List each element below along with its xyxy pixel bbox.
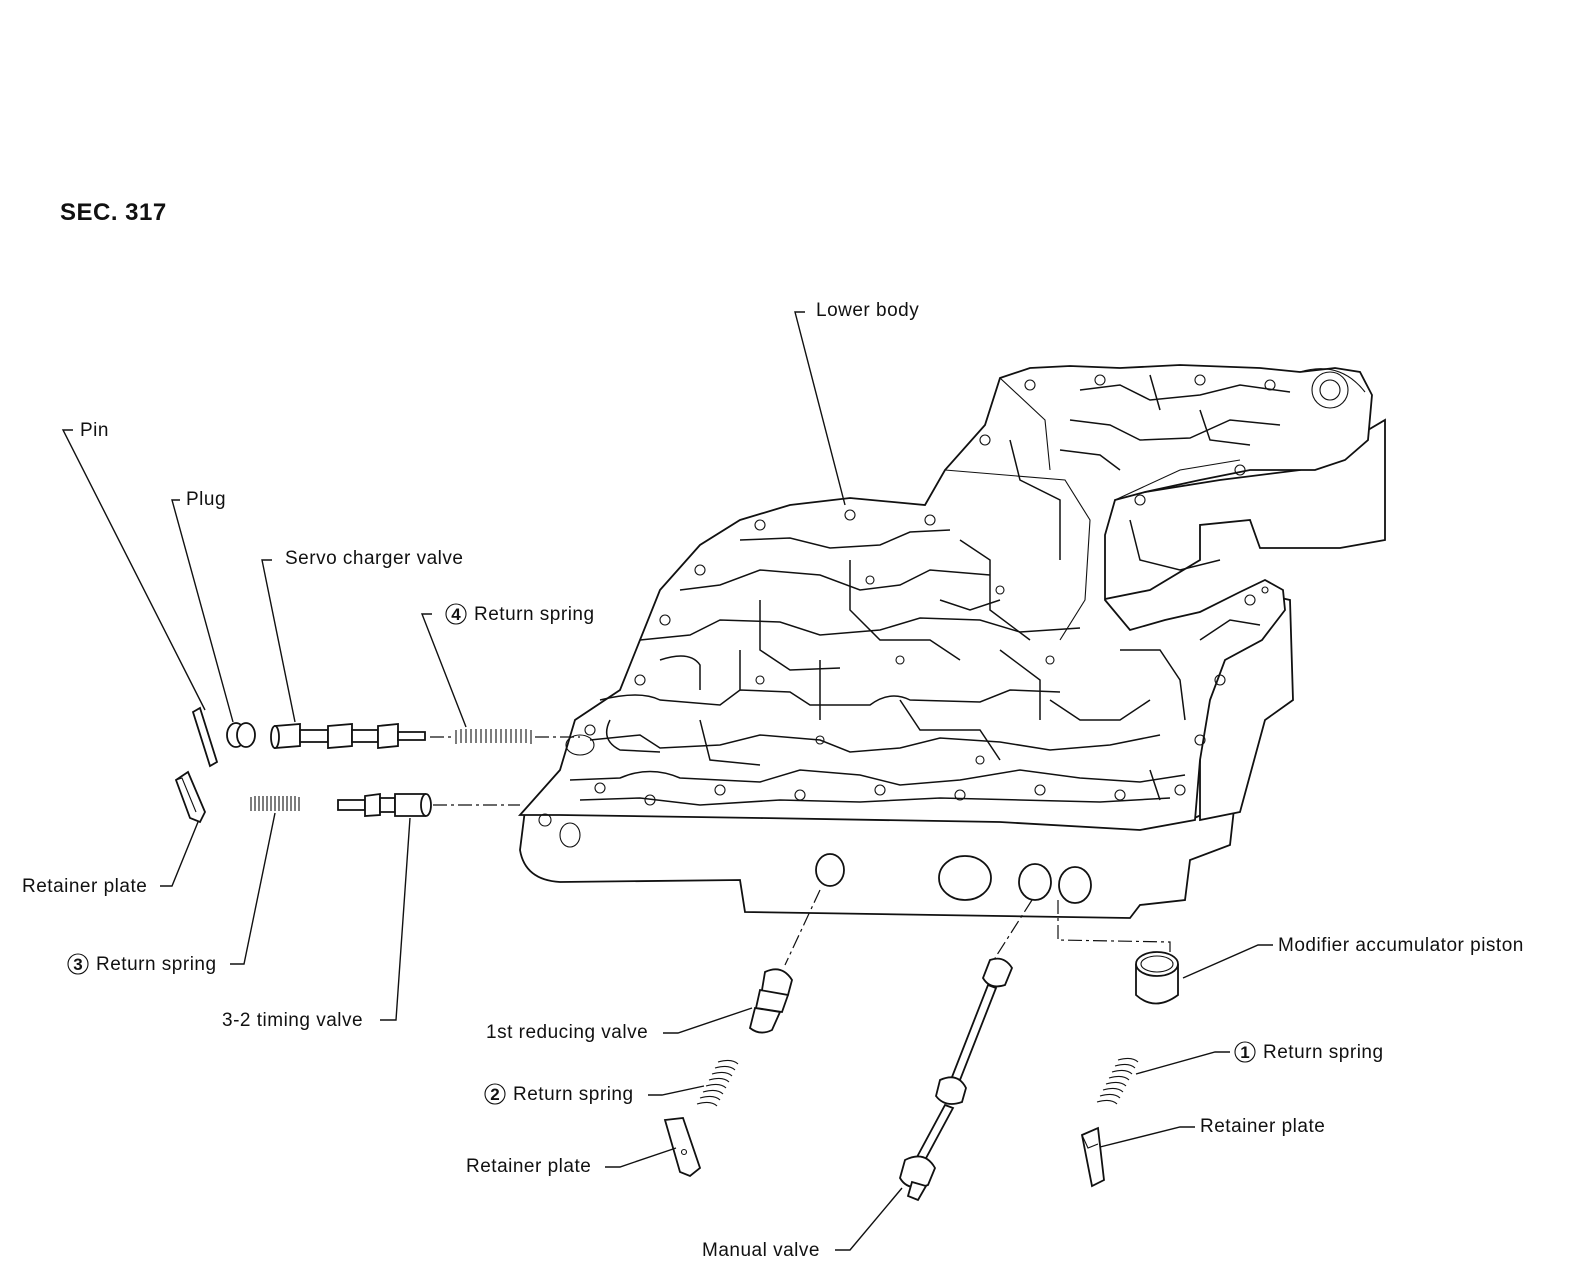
label-retainer-plate-bottom: Retainer plate bbox=[466, 1156, 591, 1177]
lower-body-casting bbox=[517, 364, 1386, 919]
modifier-accumulator-piston-part bbox=[1135, 951, 1179, 1005]
label-return-spring-3: Return spring bbox=[96, 954, 217, 975]
label-servo-charger-valve: Servo charger valve bbox=[285, 548, 463, 569]
plug-part bbox=[226, 722, 256, 748]
return-spring-4-part bbox=[455, 729, 532, 744]
label-plug: Plug bbox=[186, 489, 226, 510]
label-modifier-accumulator-piston: Modifier accumulator piston bbox=[1278, 935, 1524, 956]
label-return-spring-4: Return spring bbox=[474, 604, 595, 625]
label-manual-valve: Manual valve bbox=[702, 1240, 820, 1261]
retainer-plate-left-part bbox=[174, 770, 206, 824]
callout-circle-4 bbox=[445, 603, 467, 625]
callout-circle-2 bbox=[484, 1083, 506, 1105]
leader-servo-charger-valve bbox=[261, 559, 296, 723]
leader-modifier-accumulator-piston bbox=[1182, 944, 1273, 979]
leader-return-spring-3 bbox=[230, 812, 276, 965]
leader-manual-valve bbox=[835, 1187, 903, 1251]
retainer-plate-right-part bbox=[1080, 1126, 1105, 1188]
label-retainer-plate-left: Retainer plate bbox=[22, 876, 147, 897]
leader-retainer-plate-right bbox=[1099, 1126, 1195, 1148]
callout-circle-3 bbox=[67, 953, 89, 975]
servo-charger-valve-part bbox=[270, 723, 426, 749]
reducing-valve-axis bbox=[784, 889, 821, 966]
return-spring-3-part bbox=[250, 796, 300, 811]
manual-valve-part bbox=[899, 957, 1014, 1202]
leader-retainer-plate-left bbox=[160, 821, 199, 887]
leader-retainer-plate-bottom bbox=[605, 1147, 677, 1168]
label-retainer-plate-right: Retainer plate bbox=[1200, 1116, 1325, 1137]
label-first-reducing-valve: 1st reducing valve bbox=[486, 1022, 648, 1043]
return-spring-1-part bbox=[1096, 1057, 1139, 1105]
callout-number-1: 1 bbox=[1240, 1043, 1249, 1062]
piston-axis bbox=[1057, 900, 1171, 952]
leader-timing-valve bbox=[380, 817, 411, 1021]
leader-return-spring-1 bbox=[1135, 1051, 1230, 1075]
leader-lower-body bbox=[794, 311, 846, 506]
section-label: SEC. 317 bbox=[60, 199, 167, 226]
label-pin: Pin bbox=[80, 420, 109, 441]
label-timing-valve-3-2: 3-2 timing valve bbox=[222, 1010, 363, 1031]
return-spring-2-part bbox=[696, 1059, 739, 1107]
label-lower-body: Lower body bbox=[816, 300, 919, 321]
leader-return-spring-4 bbox=[420, 613, 467, 728]
pin-part bbox=[191, 706, 219, 768]
label-return-spring-1: Return spring bbox=[1263, 1042, 1384, 1063]
callout-circle-1 bbox=[1234, 1041, 1256, 1063]
leader-plug bbox=[171, 499, 234, 723]
callout-number-4: 4 bbox=[451, 605, 461, 624]
leader-first-reducing-valve bbox=[663, 1007, 753, 1034]
callout-number-2: 2 bbox=[490, 1085, 499, 1104]
callout-number-3: 3 bbox=[73, 955, 82, 974]
label-return-spring-2: Return spring bbox=[513, 1084, 634, 1105]
leader-return-spring-2 bbox=[648, 1085, 705, 1096]
timing-valve-3-2-part bbox=[337, 792, 432, 817]
first-reducing-valve-part bbox=[748, 968, 793, 1034]
leader-pin bbox=[61, 429, 206, 711]
manual-valve-axis bbox=[994, 899, 1033, 959]
retainer-plate-bottom-part bbox=[663, 1117, 702, 1178]
